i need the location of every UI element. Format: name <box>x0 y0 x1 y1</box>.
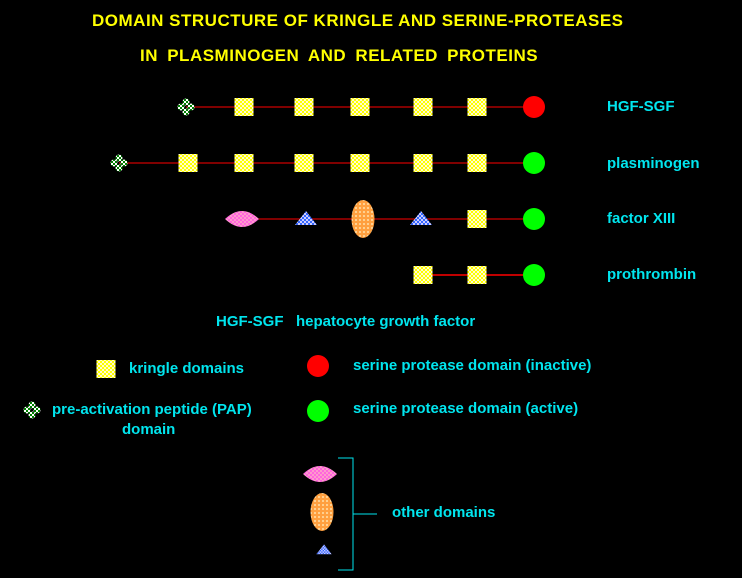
protein-row-factor-xiii <box>225 200 545 238</box>
kringle-domain-icon <box>234 98 254 116</box>
triangle-domain-icon <box>410 211 432 225</box>
orange-oval-domain-icon <box>351 200 375 238</box>
kringle-domain-icon <box>294 154 314 172</box>
kringle-domain-icon <box>294 98 314 116</box>
abbreviation-note: HGF-SGF hepatocyte growth factor <box>216 313 476 330</box>
legend-pap-label: pre-activation peptide (PAP) <box>52 401 252 418</box>
kringle-domain-icon <box>413 154 433 172</box>
legend-triangle-icon <box>316 544 332 555</box>
legend-pap-icon <box>23 401 41 419</box>
legend-active-label: serine protease domain (active) <box>353 400 579 417</box>
protein-label-factor-xiii: factor XIII <box>607 210 676 227</box>
legend-orange-oval-icon <box>310 493 334 531</box>
kringle-domain-icon <box>234 154 254 172</box>
legend-other-label: other domains <box>392 504 496 521</box>
kringle-domain-icon <box>467 210 487 228</box>
pink-lens-domain-icon <box>225 211 259 227</box>
bracket <box>338 457 354 571</box>
protease-active-icon <box>523 208 545 230</box>
triangle-domain-icon <box>295 211 317 225</box>
kringle-domain-icon <box>350 154 370 172</box>
protease-active-icon <box>523 264 545 286</box>
protein-label-plasminogen: plasminogen <box>607 155 700 172</box>
legend-kringle-label: kringle domains <box>129 360 245 377</box>
kringle-domain-icon <box>350 98 370 116</box>
title-line-1: DOMAIN STRUCTURE OF KRINGLE AND SERINE-P… <box>92 11 624 30</box>
kringle-domain-icon <box>178 154 198 172</box>
protein-row-hgf-sgf <box>177 96 545 118</box>
protease-active-icon <box>523 152 545 174</box>
protein-label-hgf-sgf: HGF-SGF <box>607 98 675 115</box>
kringle-domain-icon <box>467 266 487 284</box>
protein-row-plasminogen <box>110 152 545 174</box>
protease-inactive-icon <box>523 96 545 118</box>
legend-pink-lens-icon <box>303 466 337 482</box>
protein-label-prothrombin: prothrombin <box>607 266 697 283</box>
legend-inactive-label: serine protease domain (inactive) <box>353 357 592 374</box>
kringle-domain-icon <box>467 154 487 172</box>
legend-kringle-icon <box>96 360 116 378</box>
kringle-domain-icon <box>467 98 487 116</box>
protein-row-prothrombin <box>413 264 545 286</box>
kringle-domain-icon <box>413 98 433 116</box>
legend-pap-label-2: domain <box>122 421 176 438</box>
legend-active-icon <box>307 400 329 422</box>
legend-inactive-icon <box>307 355 329 377</box>
title-line-2: IN PLASMINOGEN AND RELATED PROTEINS <box>140 46 539 65</box>
kringle-domain-icon <box>413 266 433 284</box>
legend-graphics <box>23 355 377 571</box>
